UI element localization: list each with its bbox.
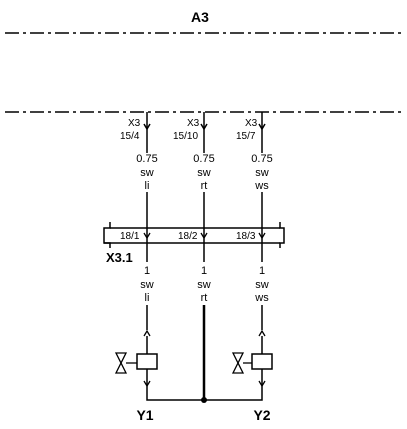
wire-color1-3: sw	[255, 167, 269, 179]
lower-wire-color1-1: sw	[140, 279, 154, 291]
terminal-label-2: 18/2	[178, 231, 198, 242]
connector-label: X3.1	[106, 250, 133, 265]
connector-name-1: X3	[128, 118, 141, 129]
terminal-label-3: 18/3	[236, 231, 256, 242]
wire-color2-3: ws	[254, 180, 269, 192]
upper-wire-labels: 0.75 sw li 0.75 sw rt 0.75 sw ws	[136, 153, 272, 192]
terminal-label-1: 18/1	[120, 231, 140, 242]
wire-color2-2: rt	[201, 180, 208, 192]
common-return	[146, 386, 263, 403]
wire-size-3: 0.75	[251, 153, 272, 165]
wire-size-1: 0.75	[136, 153, 157, 165]
connector-pin-1: 15/4	[120, 131, 140, 142]
connector-name-2: X3	[187, 118, 200, 129]
pin-arrow-3	[258, 123, 266, 131]
lower-wire-color1-3: sw	[255, 279, 269, 291]
upper-pin-labels: X3 15/4 X3 15/10 X3 15/7	[120, 118, 258, 142]
lower-wire-color2-2: rt	[201, 292, 208, 304]
connector-name-3: X3	[245, 118, 258, 129]
lower-wire-size-3: 1	[259, 265, 265, 277]
lower-wire-color2-3: ws	[254, 292, 269, 304]
junction-dot	[201, 397, 207, 403]
lower-wire-color2-1: li	[145, 292, 150, 304]
lower-wire-labels: 1 sw li 1 sw rt 1 sw ws	[140, 265, 269, 304]
lower-wire-size-1: 1	[144, 265, 150, 277]
solenoid-coil-icon	[251, 353, 273, 370]
connector-pin-2: 15/10	[173, 131, 198, 142]
wire-size-2: 0.75	[193, 153, 214, 165]
component-label-y1: Y1	[136, 407, 153, 423]
valve-icon	[231, 352, 245, 365]
connector-pin-3: 15/7	[236, 131, 256, 142]
lower-wire-size-2: 1	[201, 265, 207, 277]
wire-color1-2: sw	[197, 167, 211, 179]
lower-wires	[146, 305, 263, 400]
valve-y2	[231, 329, 273, 388]
component-label-y2: Y2	[253, 407, 270, 423]
wire-color2-1: li	[145, 180, 150, 192]
pin-arrow-1	[143, 123, 151, 131]
valve-icon	[114, 352, 128, 365]
connector-x3-1: 18/1 18/2 18/3 X3.1	[103, 222, 285, 265]
wire-color1-1: sw	[140, 167, 154, 179]
solenoid-coil-icon	[136, 353, 158, 370]
valve-y1	[114, 329, 158, 388]
lower-wire-color1-2: sw	[197, 279, 211, 291]
pin-arrow-2	[200, 123, 208, 131]
upper-wires	[143, 112, 266, 262]
module-label: A3	[191, 9, 209, 25]
